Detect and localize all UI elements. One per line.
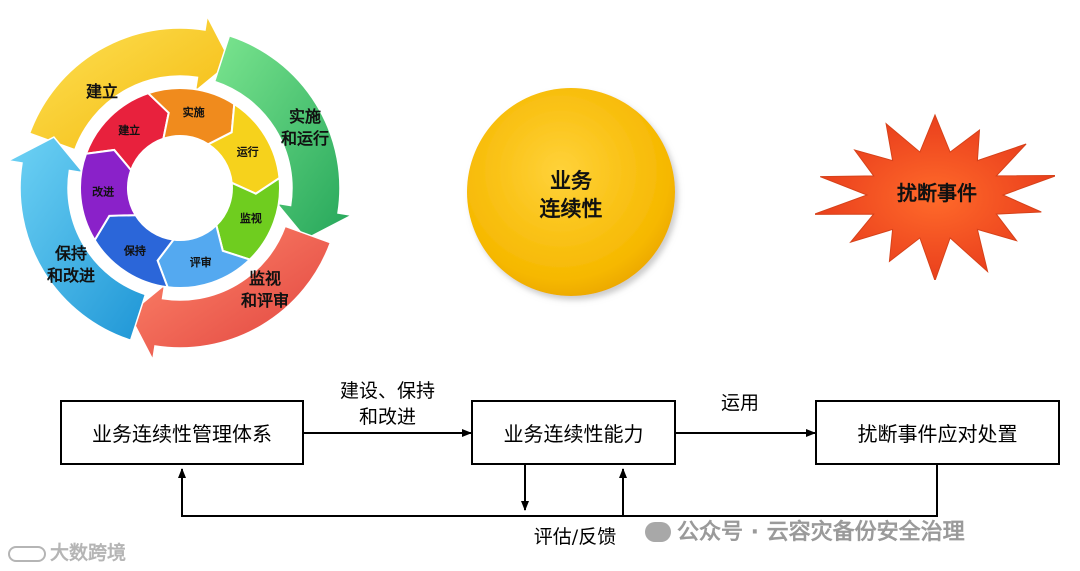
circle-label-line2: 连续性: [540, 196, 603, 221]
starburst-label: 扰断事件: [897, 181, 977, 205]
outer-label-monitor: 监视: [249, 269, 281, 288]
wechat-watermark: 公众号 · 云容灾备份安全治理: [645, 514, 965, 546]
logo-watermark: 大数跨境: [8, 538, 126, 565]
inner-segment-monitor-label: 监视: [240, 211, 262, 225]
feedback-label: 评估/反馈: [515, 524, 635, 550]
disruption-starburst: 扰断事件: [815, 110, 1055, 280]
arrow-build-label-line2: 和改进: [310, 404, 465, 430]
box-bcms: 业务连续性管理体系: [60, 400, 304, 465]
wechat-icon: [645, 522, 671, 542]
box-capability: 业务连续性能力: [471, 400, 676, 465]
box-response-label: 扰断事件应对处置: [858, 418, 1018, 447]
circle-label-line1: 业务: [550, 168, 593, 193]
outer-label-review: 和评审: [241, 291, 289, 310]
outer-label-maintain: 保持: [54, 244, 87, 263]
outer-label-run: 和运行: [281, 129, 329, 148]
box-bcms-label: 业务连续性管理体系: [92, 418, 272, 447]
logo-watermark-text: 大数跨境: [50, 542, 126, 564]
inner-segment-maintain-label: 保持: [123, 243, 146, 257]
outer-label-improve: 和改进: [47, 266, 95, 285]
box-response: 扰断事件应对处置: [815, 400, 1060, 465]
inner-segment-improve-label: 改进: [92, 185, 114, 199]
wechat-watermark-text: 公众号 · 云容灾备份安全治理: [677, 520, 965, 545]
logo-icon: [8, 546, 46, 562]
inner-segment-implement-label: 实施: [183, 105, 205, 119]
outer-label-establish: 建立: [86, 82, 118, 101]
arrow-apply-label: 运用: [700, 390, 780, 416]
feedback-line: [182, 465, 937, 516]
business-continuity-circle: 业务 连续性: [457, 80, 687, 310]
arrow-build-label-line1: 建设、保持: [310, 378, 465, 404]
inner-segment-establish-label: 建立: [118, 123, 140, 137]
inner-segment-review-label: 评审: [190, 255, 212, 269]
arrow-build-label: 建设、保持 和改进: [310, 378, 465, 430]
inner-segment-run-label: 运行: [237, 144, 259, 158]
outer-label-implement: 实施: [289, 107, 321, 126]
box-capability-label: 业务连续性能力: [504, 418, 644, 447]
